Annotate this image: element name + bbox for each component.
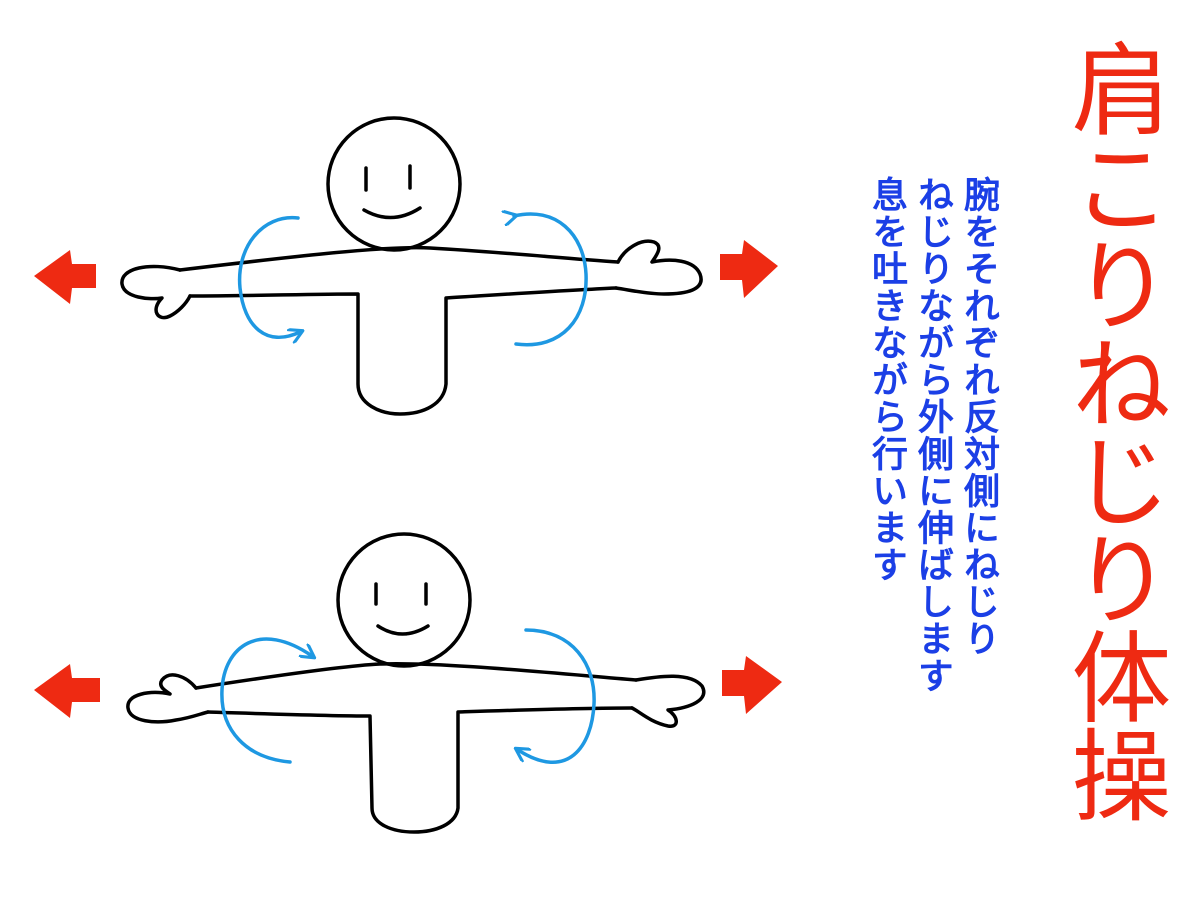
figure-bottom <box>126 532 706 834</box>
figure-top-hand-left <box>120 264 192 320</box>
instruction-line-3: 息を吐きながら行います <box>866 176 907 583</box>
rotation-arrow-top-right <box>514 214 588 347</box>
rotation-arrows-bottom <box>220 628 596 764</box>
figure-top-head <box>326 116 462 252</box>
figure-bottom-mouth <box>376 624 430 636</box>
rotation-arrow-bottom-left <box>220 637 312 764</box>
direction-arrow-bottom-left <box>34 664 100 718</box>
rotation-arrow-top-left <box>237 216 300 338</box>
rotation-arrow-bottom-right <box>518 628 596 764</box>
figure-bottom-hand-left <box>126 673 210 724</box>
figure-top-hand-right <box>614 239 703 296</box>
figure-top <box>120 116 703 416</box>
figure-bottom-arms-upper <box>194 662 638 690</box>
figure-bottom-head <box>336 532 472 668</box>
figure-top-torso <box>188 286 618 416</box>
instruction-line-1: 腕をそれぞれ反対側にねじり <box>958 176 999 657</box>
figure-bottom-torso <box>206 706 634 834</box>
direction-arrow-top-right <box>720 240 778 298</box>
direction-arrow-bottom-right <box>722 656 782 714</box>
figure-top-mouth <box>362 206 422 220</box>
page-title: 肩こりねじり体操 <box>1054 38 1171 822</box>
direction-arrows-top <box>34 240 778 304</box>
figure-bottom-hand-right <box>630 674 706 728</box>
instruction-line-2: ねじりながら外側に伸ばします <box>912 176 953 694</box>
direction-arrows-bottom <box>34 656 782 718</box>
direction-arrow-top-left <box>34 250 96 304</box>
rotation-arrows-top <box>237 214 588 347</box>
figure-top-arms-upper <box>178 245 620 272</box>
